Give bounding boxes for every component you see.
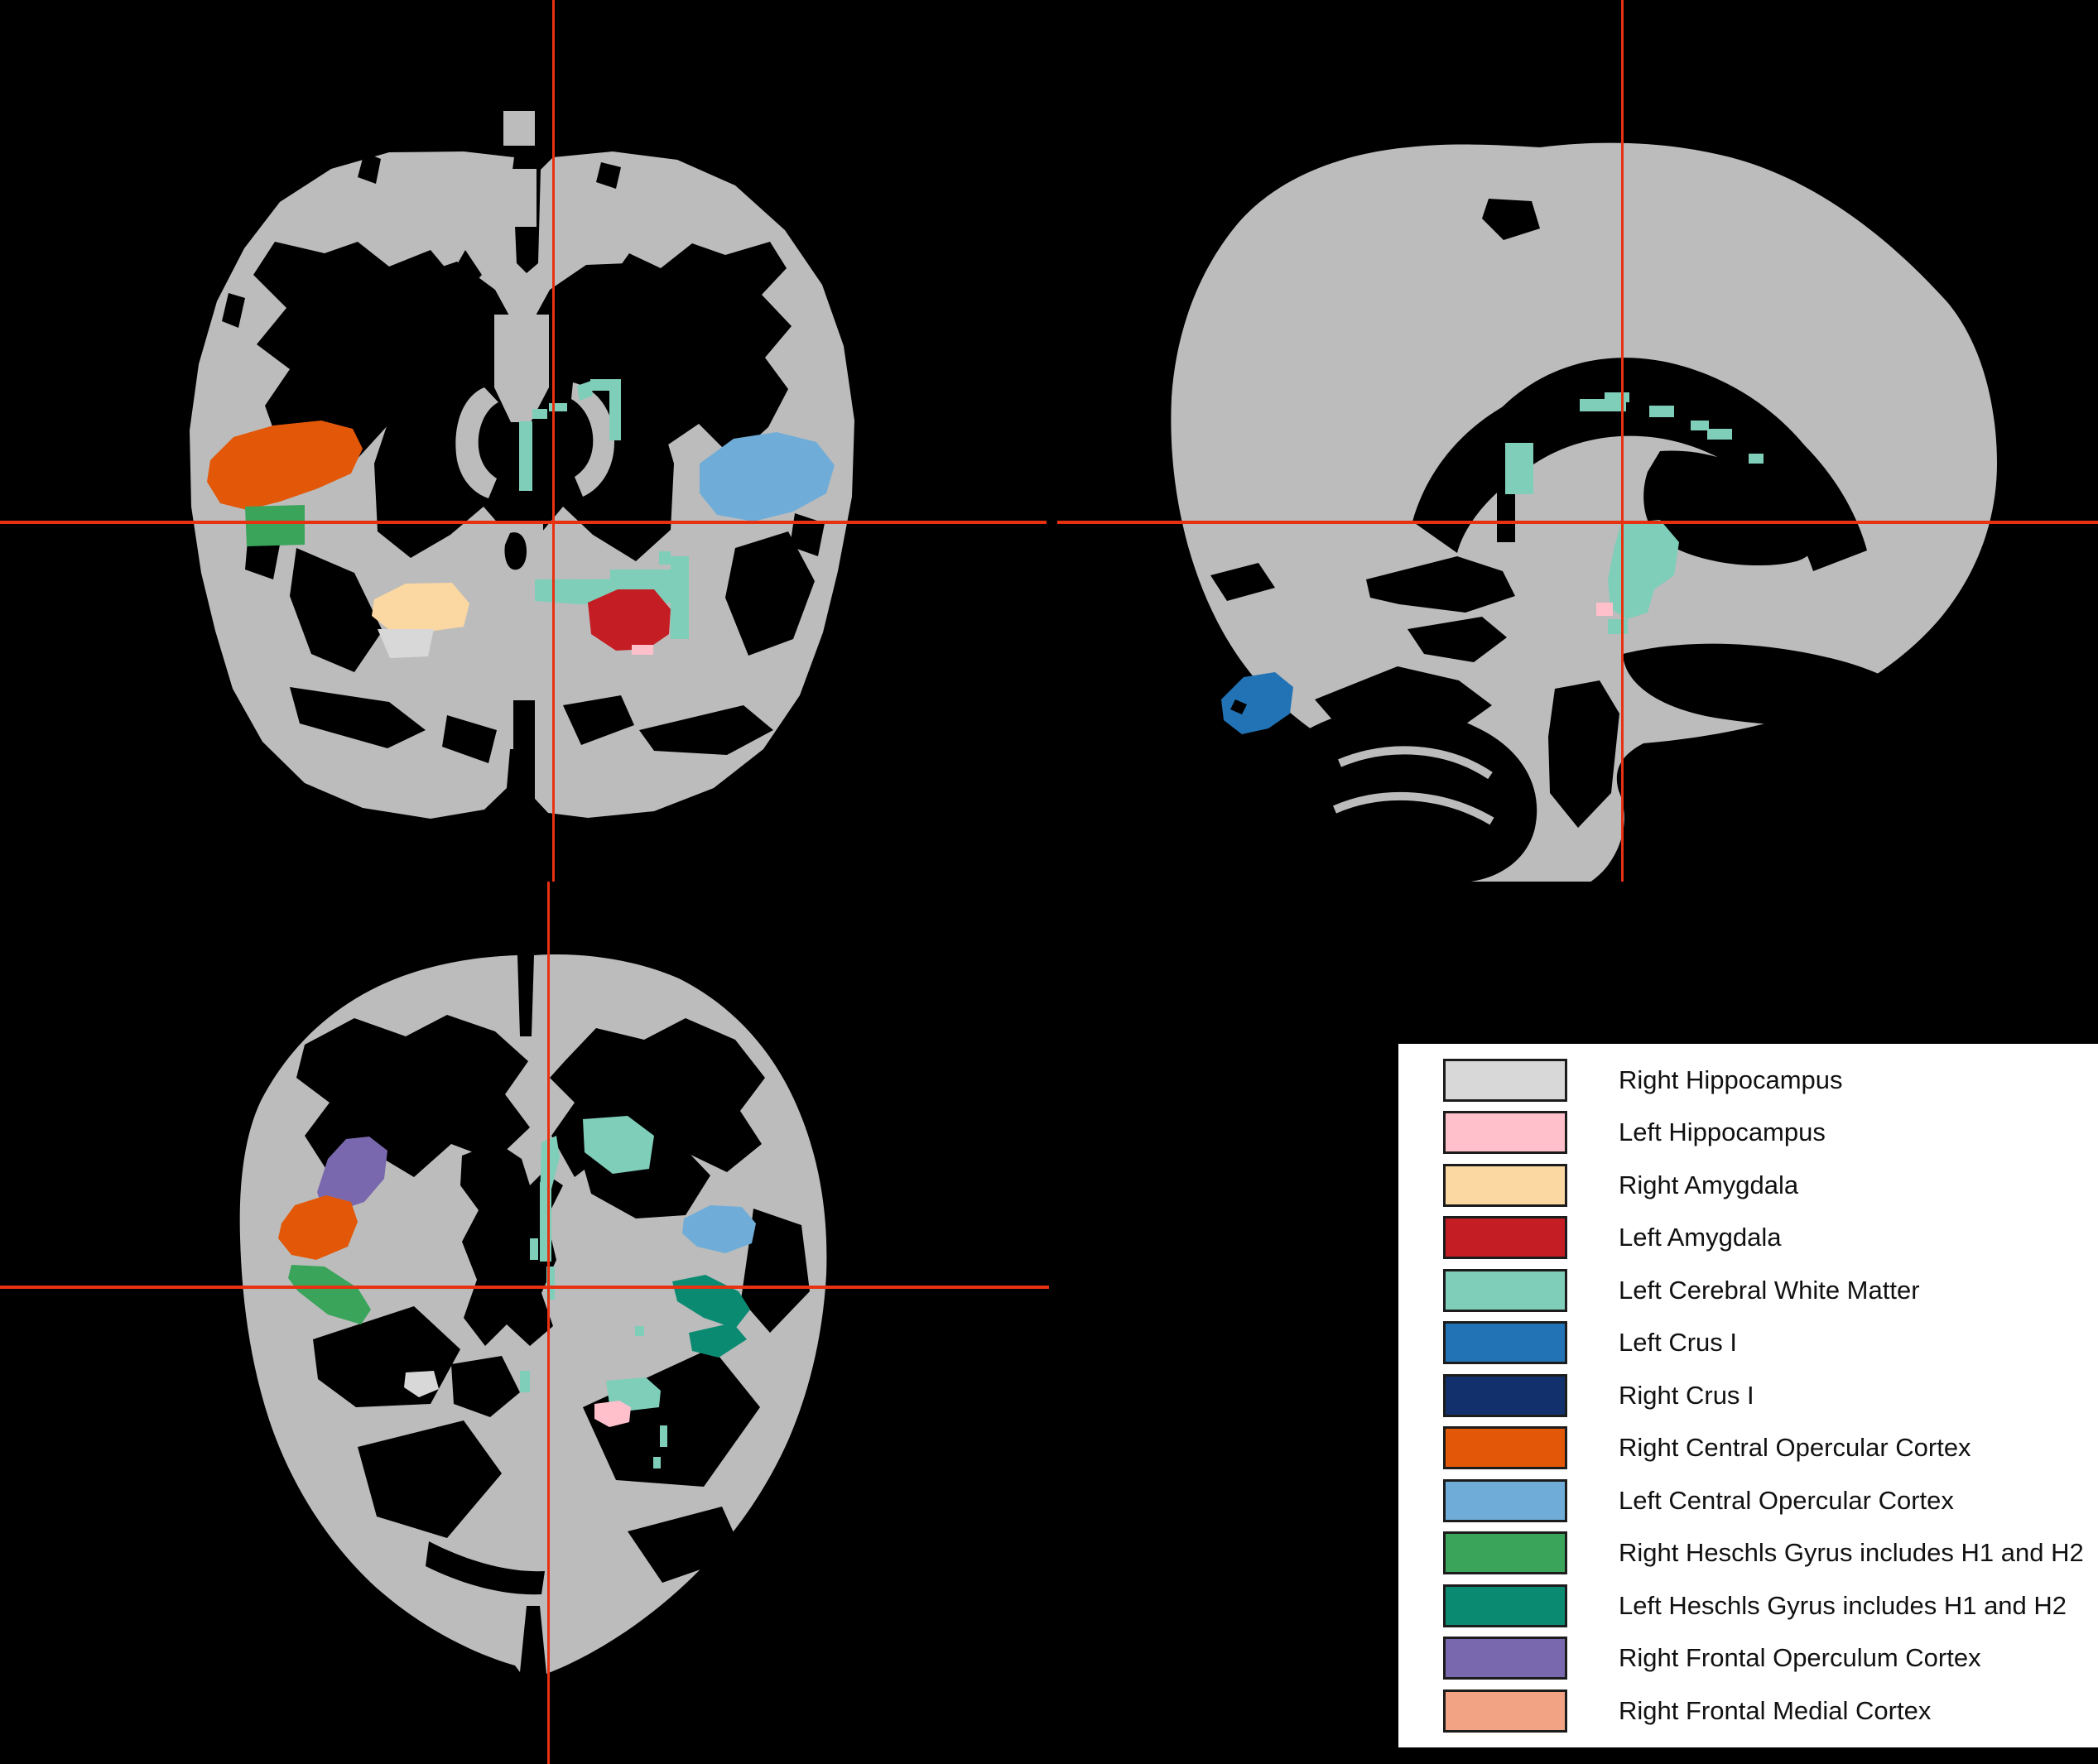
- legend-swatch-right-frontal-operculum: [1443, 1637, 1567, 1680]
- legend-row: Right Heschls Gyrus includes H1 and H2: [1443, 1527, 2098, 1580]
- coronal-ventricle-walls: [455, 315, 614, 621]
- legend-label: Right Hippocampus: [1619, 1065, 1843, 1094]
- crosshair-vertical-coronal: [552, 0, 555, 882]
- legend-swatch-left-crus-i: [1443, 1321, 1567, 1365]
- region-right-heschls-axial: [288, 1265, 371, 1324]
- region-left-cerebral-white-matter-sagittal: [1505, 392, 1764, 634]
- region-right-hippocampus-coronal: [378, 629, 434, 658]
- crosshair-horizontal-coronal: [0, 521, 1047, 524]
- region-left-central-opercular-axial: [682, 1205, 756, 1253]
- legend-swatch-right-crus-i: [1443, 1373, 1567, 1417]
- region-left-hippocampus-coronal: [632, 645, 653, 655]
- legend-swatch-right-amygdala: [1443, 1163, 1567, 1207]
- legend-label: Right Frontal Operculum Cortex: [1619, 1643, 1981, 1673]
- sagittal-internal-structures: [1210, 199, 1914, 882]
- crosshair-vertical-sagittal: [1621, 0, 1624, 882]
- sagittal-view[interactable]: [1049, 0, 2098, 882]
- brain-outline: [503, 111, 535, 146]
- legend-swatch-left-hippocampus: [1443, 1111, 1567, 1155]
- crosshair-vertical-axial: [547, 882, 550, 1764]
- legend-swatch-right-heschls: [1443, 1531, 1567, 1575]
- legend-label: Left Central Opercular Cortex: [1619, 1485, 1954, 1515]
- legend-row: Left Crus I: [1443, 1317, 2098, 1370]
- legend-row: Right Amygdala: [1443, 1159, 2098, 1212]
- legend-swatch-right-hippocampus: [1443, 1058, 1567, 1102]
- legend-row: Right Hippocampus: [1443, 1054, 2098, 1107]
- legend-row: Right Crus I: [1443, 1369, 2098, 1422]
- coronal-view[interactable]: [0, 0, 1049, 882]
- legend-label: Right Amygdala: [1619, 1170, 1799, 1199]
- legend-row: Left Heschls Gyrus includes H1 and H2: [1443, 1579, 2098, 1632]
- legend-label: Left Amygdala: [1619, 1223, 1782, 1252]
- region-right-frontal-operculum-axial: [317, 1137, 387, 1210]
- legend-row: Left Amygdala: [1443, 1212, 2098, 1265]
- legend-label: Left Crus I: [1619, 1328, 1737, 1358]
- legend-swatch-left-cerebral-white-matter: [1443, 1268, 1567, 1312]
- region-right-hippocampus-axial: [404, 1371, 439, 1397]
- axial-sulci: [296, 1015, 810, 1595]
- crosshair-horizontal-sagittal: [1057, 521, 2098, 524]
- region-right-heschls-coronal: [245, 505, 305, 546]
- legend-swatch-left-central-opercular: [1443, 1478, 1567, 1522]
- legend-row: Right Central Opercular Cortex: [1443, 1422, 2098, 1475]
- region-left-central-opercular-coronal: [700, 432, 835, 522]
- legend-label: Left Cerebral White Matter: [1619, 1275, 1920, 1305]
- axial-view[interactable]: [0, 882, 1049, 1764]
- legend-label: Right Crus I: [1619, 1380, 1754, 1410]
- legend-swatch-right-frontal-medial: [1443, 1689, 1567, 1733]
- legend-row: Left Central Opercular Cortex: [1443, 1474, 2098, 1527]
- legend-label: Right Frontal Medial Cortex: [1619, 1695, 1932, 1725]
- legend-panel: Right Hippocampus Left Hippocampus Right…: [1398, 1044, 2098, 1747]
- legend-label: Left Hippocampus: [1619, 1118, 1826, 1147]
- legend-label: Left Heschls Gyrus includes H1 and H2: [1619, 1590, 2067, 1620]
- legend-swatch-left-amygdala: [1443, 1216, 1567, 1260]
- region-left-crus-i-sagittal: [1221, 672, 1293, 734]
- legend-label: Right Heschls Gyrus includes H1 and H2: [1619, 1538, 2084, 1568]
- region-right-amygdala-coronal: [372, 583, 469, 632]
- legend-label: Right Central Opercular Cortex: [1619, 1433, 1971, 1463]
- region-left-hippocampus-sagittal: [1596, 603, 1613, 616]
- legend-row: Left Cerebral White Matter: [1443, 1264, 2098, 1317]
- legend-row: Right Frontal Medial Cortex: [1443, 1685, 2098, 1738]
- region-left-hippocampus-axial: [594, 1401, 631, 1427]
- region-right-central-opercular-coronal: [207, 421, 363, 510]
- legend-swatch-left-heschls: [1443, 1584, 1567, 1627]
- legend-row: Right Frontal Operculum Cortex: [1443, 1632, 2098, 1685]
- crosshair-horizontal-axial: [0, 1286, 1049, 1289]
- legend-row: Left Hippocampus: [1443, 1107, 2098, 1160]
- region-right-central-opercular-axial: [278, 1195, 358, 1260]
- legend-swatch-right-central-opercular: [1443, 1426, 1567, 1470]
- region-left-amygdala-coronal: [588, 589, 671, 651]
